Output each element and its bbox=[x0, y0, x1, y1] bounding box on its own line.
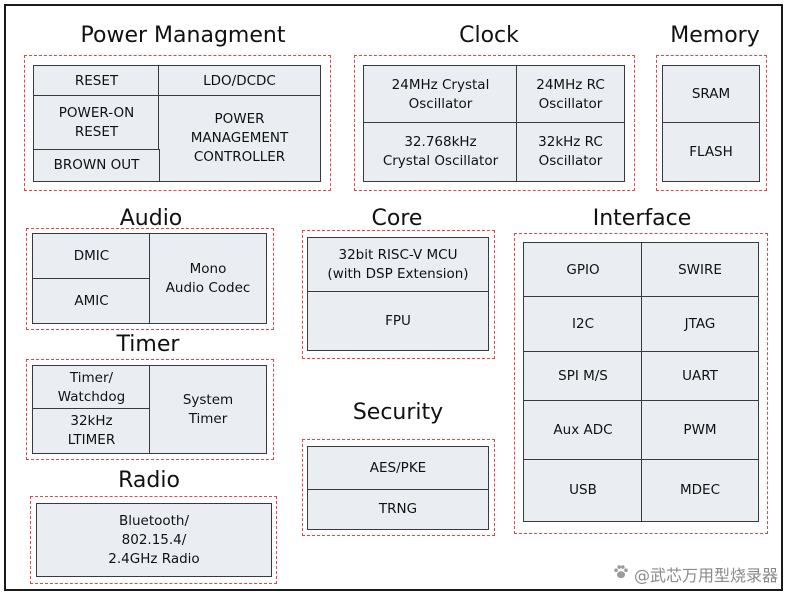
pwm-block: PWM bbox=[641, 400, 759, 461]
amic-block: AMIC bbox=[32, 278, 151, 324]
clock-title: Clock bbox=[459, 23, 519, 48]
rc-24mhz-block: 24MHz RC Oscillator bbox=[516, 65, 625, 124]
fpu-block: FPU bbox=[307, 291, 489, 351]
timer-title: Timer bbox=[116, 332, 180, 357]
trng-block: TRNG bbox=[307, 489, 489, 530]
brown-out-block: BROWN OUT bbox=[33, 149, 160, 182]
power-management-title: Power Managment bbox=[80, 23, 286, 48]
clock-group bbox=[354, 55, 635, 191]
reset-block: RESET bbox=[33, 65, 160, 97]
aux-adc-block: Aux ADC bbox=[523, 400, 643, 461]
swire-block: SWIRE bbox=[641, 242, 759, 298]
audio-title: Audio bbox=[119, 206, 183, 231]
flash-block: FLASH bbox=[662, 122, 760, 182]
audio-codec-block: Mono Audio Codec bbox=[149, 233, 267, 324]
paw-icon bbox=[612, 563, 630, 585]
crystal-32khz-block: 32.768kHz Crystal Oscillator bbox=[363, 122, 518, 182]
ltimer-block: 32kHz LTIMER bbox=[32, 408, 151, 454]
gpio-block: GPIO bbox=[523, 242, 643, 298]
power-on-reset-block: POWER-ON RESET bbox=[33, 95, 160, 151]
memory-group bbox=[656, 55, 767, 191]
rc-32khz-block: 32kHz RC Oscillator bbox=[516, 122, 625, 182]
spi-block: SPI M/S bbox=[523, 351, 643, 402]
timer-group bbox=[26, 359, 274, 460]
security-group bbox=[302, 439, 495, 536]
core-group bbox=[302, 230, 495, 359]
core-title: Core bbox=[371, 206, 423, 231]
usb-block: USB bbox=[523, 459, 643, 522]
system-timer-block: System Timer bbox=[149, 365, 267, 454]
security-title: Security bbox=[352, 400, 444, 425]
sram-block: SRAM bbox=[662, 65, 760, 124]
jtag-block: JTAG bbox=[641, 296, 759, 353]
power-management-controller-block: POWER MANAGEMENT CONTROLLER bbox=[158, 95, 321, 182]
uart-block: UART bbox=[641, 351, 759, 402]
mdec-block: MDEC bbox=[641, 459, 759, 522]
audio-group bbox=[26, 228, 274, 330]
watermark: @武芯万用型烧录器 bbox=[612, 562, 778, 586]
radio-block: Bluetooth/ 802.15.4/ 2.4GHz Radio bbox=[36, 503, 272, 577]
diagram-frame bbox=[4, 4, 783, 591]
memory-title: Memory bbox=[670, 23, 760, 48]
i2c-block: I2C bbox=[523, 296, 643, 353]
radio-group bbox=[30, 496, 277, 584]
radio-title: Radio bbox=[118, 468, 180, 493]
interface-group bbox=[514, 233, 768, 534]
interface-title: Interface bbox=[592, 206, 692, 231]
dmic-block: DMIC bbox=[32, 233, 151, 280]
mcu-block: 32bit RISC-V MCU (with DSP Extension) bbox=[307, 237, 489, 293]
aes-pke-block: AES/PKE bbox=[307, 446, 489, 491]
crystal-24mhz-block: 24MHz Crystal Oscillator bbox=[363, 65, 518, 124]
watermark-text: @武芯万用型烧录器 bbox=[633, 566, 778, 585]
power-management-group bbox=[24, 55, 331, 191]
ldo-dcdc-block: LDO/DCDC bbox=[158, 65, 321, 97]
watchdog-block: Timer/ Watchdog bbox=[32, 365, 151, 410]
